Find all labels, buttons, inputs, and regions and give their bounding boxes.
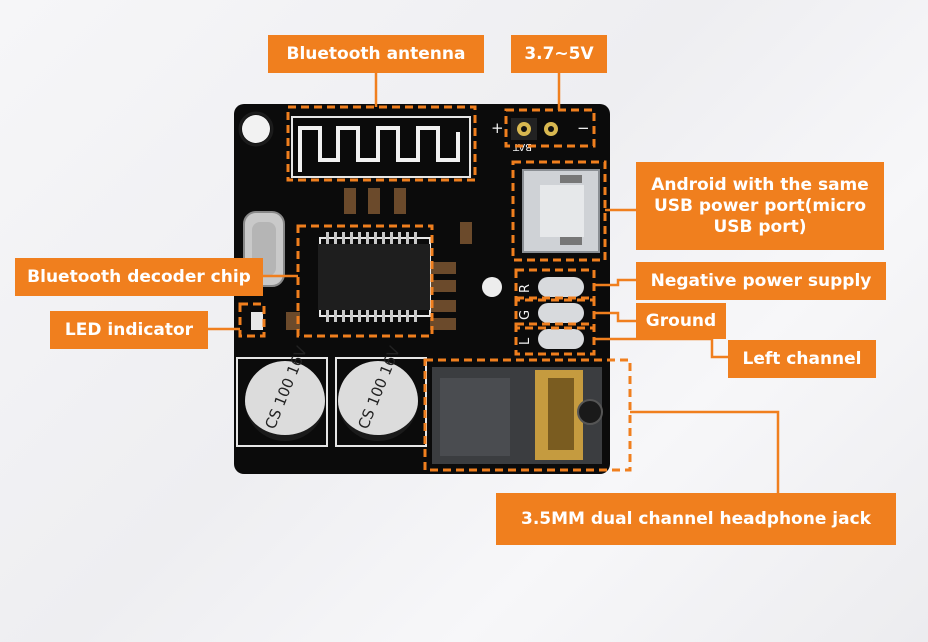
label-usb-port: Android with the same USB power port(mic… — [636, 162, 884, 250]
center-hole — [482, 277, 502, 297]
bat-plus-mark: + — [491, 119, 504, 137]
smd-components — [251, 188, 472, 330]
pin-label-r: R — [518, 284, 533, 293]
pad-r — [538, 277, 584, 297]
label-decoder-chip: Bluetooth decoder chip — [15, 258, 263, 296]
bat-minus-mark: − — [577, 119, 590, 137]
pad-l — [538, 329, 584, 349]
capacitor-left: CS 100 16V — [236, 343, 328, 447]
antenna-trace — [298, 126, 460, 172]
label-led-indicator: LED indicator — [50, 311, 208, 349]
label-bluetooth-antenna: Bluetooth antenna — [268, 35, 484, 73]
pin-label-l: L — [518, 337, 533, 345]
label-negative-power: Negative power supply — [636, 262, 886, 300]
pad-g — [538, 303, 584, 323]
decoder-chip — [318, 244, 430, 310]
highlight-boxes — [238, 105, 632, 472]
connector-lines — [207, 72, 780, 493]
label-ground: Ground — [636, 303, 726, 339]
pin-label-g: G — [518, 310, 533, 320]
mounting-hole — [242, 115, 270, 143]
label-voltage: 3.7~5V — [511, 35, 607, 73]
label-left-channel: Left channel — [728, 340, 876, 378]
label-headphone-jack: 3.5MM dual channel headphone jack — [496, 493, 896, 545]
capacitor-right: CS 100 16V — [335, 343, 427, 447]
